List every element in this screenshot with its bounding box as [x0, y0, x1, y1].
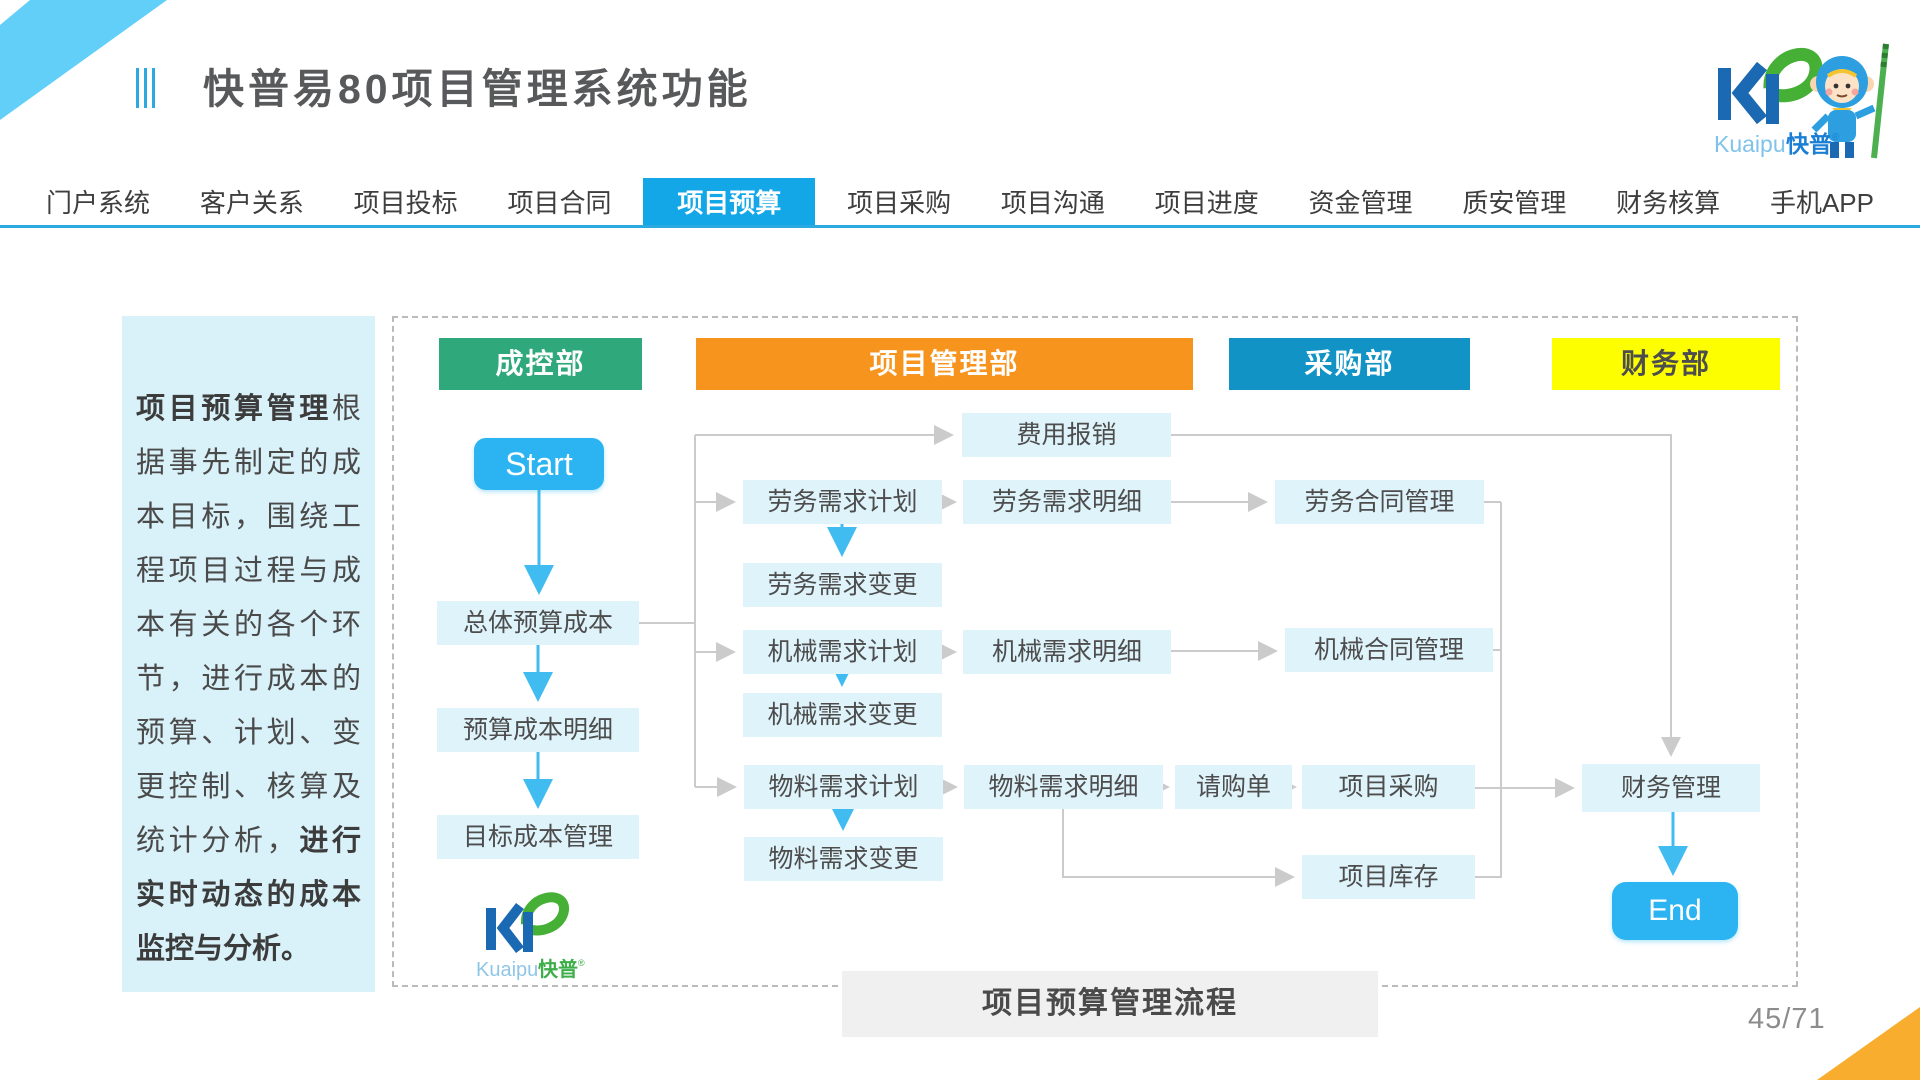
dept-header-finance: 财务部: [1552, 338, 1780, 390]
page-number: 45/71: [1748, 1003, 1826, 1035]
flow-node-machine-plan: 机械需求计划: [743, 630, 942, 674]
kp-mark-icon: [1718, 47, 1823, 125]
budget-description-panel: 项目预算管理根据事先制定的成本目标，围绕工程项目过程与成本有关的各个环节，进行成…: [122, 316, 375, 992]
module-nav-bar: 门户系统 客户关系 项目投标 项目合同 项目预算 项目采购 项目沟通 项目进度 …: [0, 178, 1920, 228]
nav-tab-accounting[interactable]: 财务核算: [1616, 188, 1721, 218]
nav-tab-mobile-app[interactable]: 手机APP: [1769, 188, 1874, 218]
title-tick-marks: [136, 68, 155, 108]
flow-node-expense-reimbursement: 费用报销: [962, 413, 1171, 457]
flow-node-overall-budget: 总体预算成本: [437, 601, 639, 645]
nav-tab-quality[interactable]: 质安管理: [1462, 188, 1567, 218]
flow-node-machine-contract: 机械合同管理: [1285, 628, 1493, 672]
flowchart-caption: 项目预算管理流程: [842, 971, 1378, 1037]
logo-text-en: Kuaipu: [1714, 131, 1786, 157]
svg-text:®: ®: [1832, 132, 1840, 143]
nav-tab-contract[interactable]: 项目合同: [507, 188, 612, 218]
nav-tab-portal[interactable]: 门户系统: [46, 188, 151, 218]
corner-band-decoration: [0, 0, 167, 120]
logo-text-cn: 快普: [1786, 131, 1832, 157]
dept-header-cost-control: 成控部: [439, 338, 642, 390]
svg-text:®: ®: [578, 958, 585, 968]
logo-text-en: Kuaipu: [476, 959, 538, 981]
flow-node-inventory: 项目库存: [1302, 855, 1475, 899]
kuaipu-logo-small: Kuaipu 快普 ®: [476, 892, 585, 981]
nav-tab-progress[interactable]: 项目进度: [1154, 188, 1259, 218]
flow-node-target-cost: 目标成本管理: [437, 815, 639, 859]
kp-mark-icon: [486, 892, 569, 954]
description-body: 根据事先制定的成本目标，围绕工程项目过程与成本有关的各个环节，进行成本的预算、计…: [136, 393, 361, 857]
flow-connectors: [523, 425, 1688, 887]
nav-tab-procurement[interactable]: 项目采购: [847, 188, 952, 218]
kuaipu-logo: Kuaipu 快普 ®: [1714, 43, 1889, 159]
dept-header-project-management: 项目管理部: [696, 338, 1193, 390]
flow-node-labor-contract: 劳务合同管理: [1275, 480, 1484, 524]
nav-tab-bidding[interactable]: 项目投标: [353, 188, 458, 218]
mascot-icon: [1810, 43, 1889, 159]
flow-node-purchase-request: 请购单: [1175, 765, 1292, 809]
flow-node-material-change: 物料需求变更: [744, 837, 943, 881]
page-title: 快普易80项目管理系统功能: [203, 66, 752, 112]
dept-header-procurement: 采购部: [1229, 338, 1470, 390]
flow-node-start: Start: [474, 438, 604, 490]
nav-tab-crm[interactable]: 客户关系: [199, 188, 304, 218]
nav-tab-budget-active[interactable]: 项目预算: [643, 178, 816, 225]
flow-node-material-detail: 物料需求明细: [964, 765, 1163, 809]
flow-node-material-plan: 物料需求计划: [744, 765, 943, 809]
flow-node-labor-detail: 劳务需求明细: [963, 480, 1171, 524]
description-tail: 进行实时动态的成本监控与分析。: [136, 825, 361, 965]
flow-node-budget-detail: 预算成本明细: [437, 708, 639, 752]
nav-tab-communication[interactable]: 项目沟通: [1000, 188, 1105, 218]
flow-node-machine-detail: 机械需求明细: [963, 630, 1171, 674]
flow-node-project-purchase: 项目采购: [1302, 765, 1475, 809]
nav-tab-funds[interactable]: 资金管理: [1308, 188, 1413, 218]
flow-node-machine-change: 机械需求变更: [743, 693, 942, 737]
logo-text-cn: 快普: [538, 957, 578, 981]
flow-node-end: End: [1612, 882, 1738, 940]
flow-node-labor-change: 劳务需求变更: [743, 563, 942, 607]
flowchart-container: 成控部 项目管理部 采购部 财务部 Start 总体预算成本 预算成本明细 目标…: [392, 316, 1798, 987]
description-lead: 项目预算管理: [136, 393, 332, 425]
flow-node-labor-plan: 劳务需求计划: [743, 480, 942, 524]
flow-node-finance-management: 财务管理: [1582, 764, 1760, 812]
corner-orange-decoration: [1817, 1007, 1920, 1080]
